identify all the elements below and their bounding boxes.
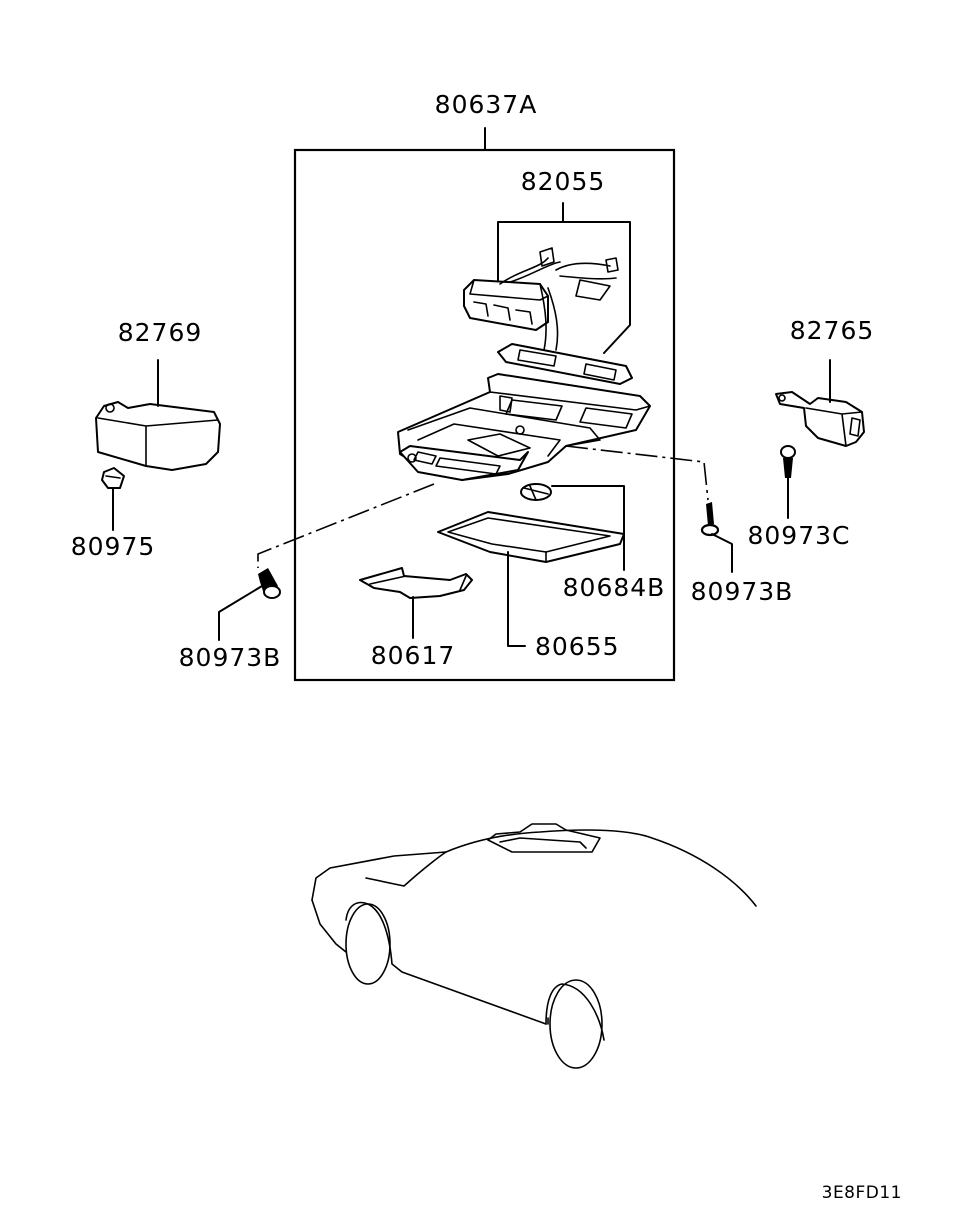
screw-80973b-right (700, 502, 720, 537)
screw-80973c (780, 445, 796, 478)
label-80973b-left: 80973B (179, 643, 282, 672)
assembly-line-right (565, 445, 709, 501)
label-80655: 80655 (535, 632, 620, 661)
label-80637a: 80637A (435, 90, 538, 119)
label-80975: 80975 (71, 532, 156, 561)
wiring-harness-82055 (463, 202, 633, 385)
label-80617: 80617 (371, 641, 456, 670)
label-82769: 82769 (118, 318, 203, 347)
label-82765: 82765 (790, 316, 875, 345)
label-80684b: 80684B (563, 573, 666, 602)
screw-80973b-left (258, 568, 281, 599)
clip-80975 (101, 467, 125, 489)
cover-80617 (359, 567, 473, 599)
map-lamp-housing (397, 373, 651, 481)
label-80973c: 80973C (748, 521, 851, 550)
label-82055: 82055 (521, 167, 606, 196)
lens-80655 (437, 511, 625, 563)
label-80973b-right: 80973B (691, 577, 794, 606)
vehicle-location-sketch (311, 823, 757, 1069)
assembly-line-left (257, 483, 435, 568)
figure-code: 3E8FD11 (822, 1183, 902, 1203)
module-82769 (95, 401, 221, 471)
bulb-80684b (520, 483, 552, 501)
module-82765 (775, 391, 865, 447)
